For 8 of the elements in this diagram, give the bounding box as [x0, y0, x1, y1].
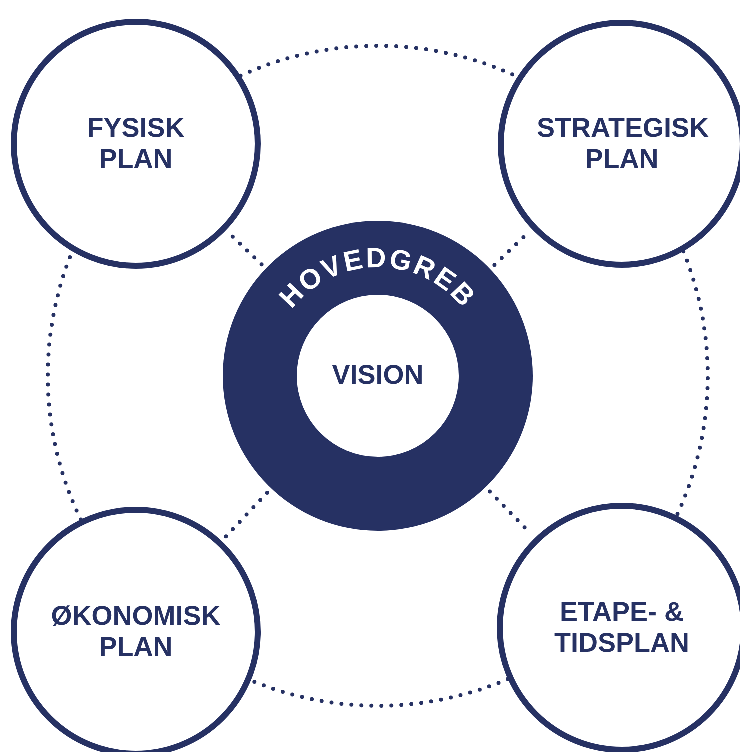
plan-label: STRATEGISK PLAN: [537, 112, 707, 176]
dotted-connector: [228, 232, 264, 267]
plan-label: FYSISK PLAN: [86, 112, 186, 176]
dotted-connector: [675, 250, 710, 518]
plan-label: VISION: [332, 360, 424, 392]
plan-label: ETAPE- & TIDSPLAN: [554, 596, 690, 660]
dotted-connector: [224, 491, 270, 539]
plan-label: ØKONOMISK PLAN: [51, 600, 221, 664]
